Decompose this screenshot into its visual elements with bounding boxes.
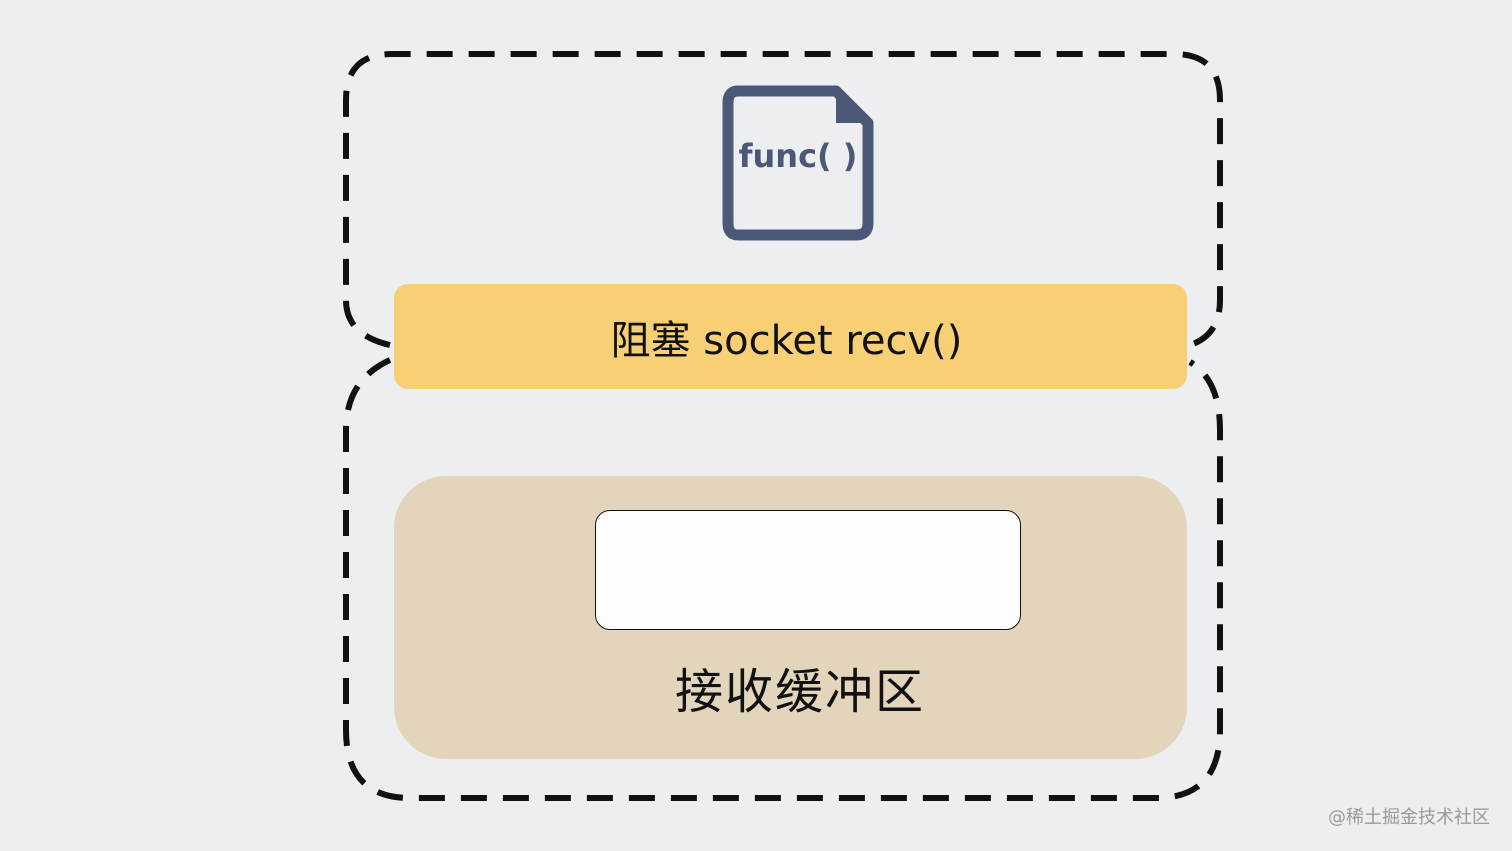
receive-buffer-label: 接收缓冲区	[674, 664, 925, 720]
watermark: @稀土掘金技术社区	[1328, 807, 1490, 828]
dashed-frame-upper	[343, 51, 1223, 348]
blocking-recv-label: 阻塞 socket recv()	[610, 317, 963, 364]
file-code-icon	[722, 85, 874, 241]
func-label: func( )	[738, 137, 858, 175]
receive-buffer-slot	[595, 510, 1021, 630]
dashed-frame-lower	[343, 357, 1223, 801]
receive-buffer-panel: 接收缓冲区	[394, 476, 1187, 759]
blocking-recv-bar: 阻塞 socket recv()	[394, 284, 1187, 389]
function-file-icon: func( )	[722, 85, 874, 241]
